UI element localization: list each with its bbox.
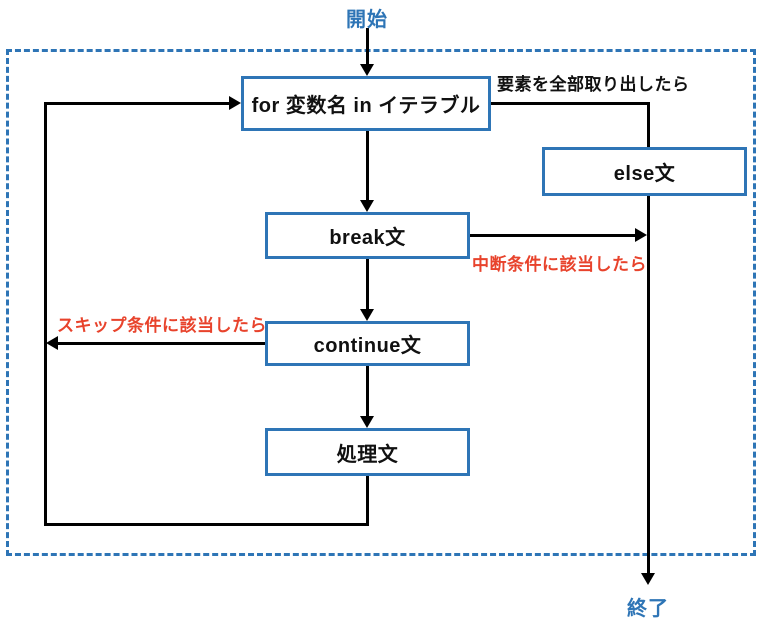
arrowhead-to-end	[641, 573, 655, 585]
connector-loopback-left	[44, 102, 47, 526]
edge-label-skip-condition: スキップ条件に該当したら	[57, 316, 267, 335]
connector-process-down	[366, 476, 369, 526]
connector-start-to-for	[366, 28, 369, 65]
connector-loopback-bottom	[44, 523, 369, 526]
start-label: 開始	[346, 9, 388, 31]
node-process-statement: 処理文	[265, 428, 470, 476]
arrowhead-start-to-for	[360, 64, 374, 76]
node-for-label: for 変数名 in イテラブル	[251, 95, 481, 117]
connector-for-to-else-horizontal	[491, 102, 650, 105]
connector-else-to-end-vertical	[647, 102, 650, 574]
arrowhead-break-to-end	[635, 228, 647, 242]
node-continue-statement: continue文	[265, 321, 470, 366]
arrowhead-continue-to-process	[360, 416, 374, 428]
connector-break-to-continue	[366, 259, 369, 310]
node-process-label: 処理文	[336, 443, 399, 466]
arrowhead-continue-to-loopback	[46, 336, 58, 350]
end-label: 終了	[627, 598, 669, 620]
connector-break-to-end	[470, 234, 636, 237]
node-break-statement: break文	[265, 212, 470, 259]
edge-label-break-condition: 中断条件に該当したら	[472, 255, 647, 274]
connector-continue-to-loopback	[56, 342, 265, 345]
node-else-label: else文	[613, 163, 676, 185]
loop-boundary-dashed-border	[6, 49, 756, 556]
arrowhead-for-to-break	[360, 200, 374, 212]
node-else-statement: else文	[542, 147, 747, 196]
arrowhead-loopback-to-for	[229, 96, 241, 110]
connector-loopback-top	[44, 102, 230, 105]
connector-continue-to-process	[366, 366, 369, 417]
node-break-label: break文	[329, 227, 406, 249]
node-continue-label: continue文	[313, 335, 422, 357]
arrowhead-break-to-continue	[360, 309, 374, 321]
node-for-statement: for 変数名 in イテラブル	[241, 76, 491, 131]
edge-label-elements-exhausted: 要素を全部取り出したら	[497, 75, 690, 94]
connector-for-to-break	[366, 131, 369, 201]
